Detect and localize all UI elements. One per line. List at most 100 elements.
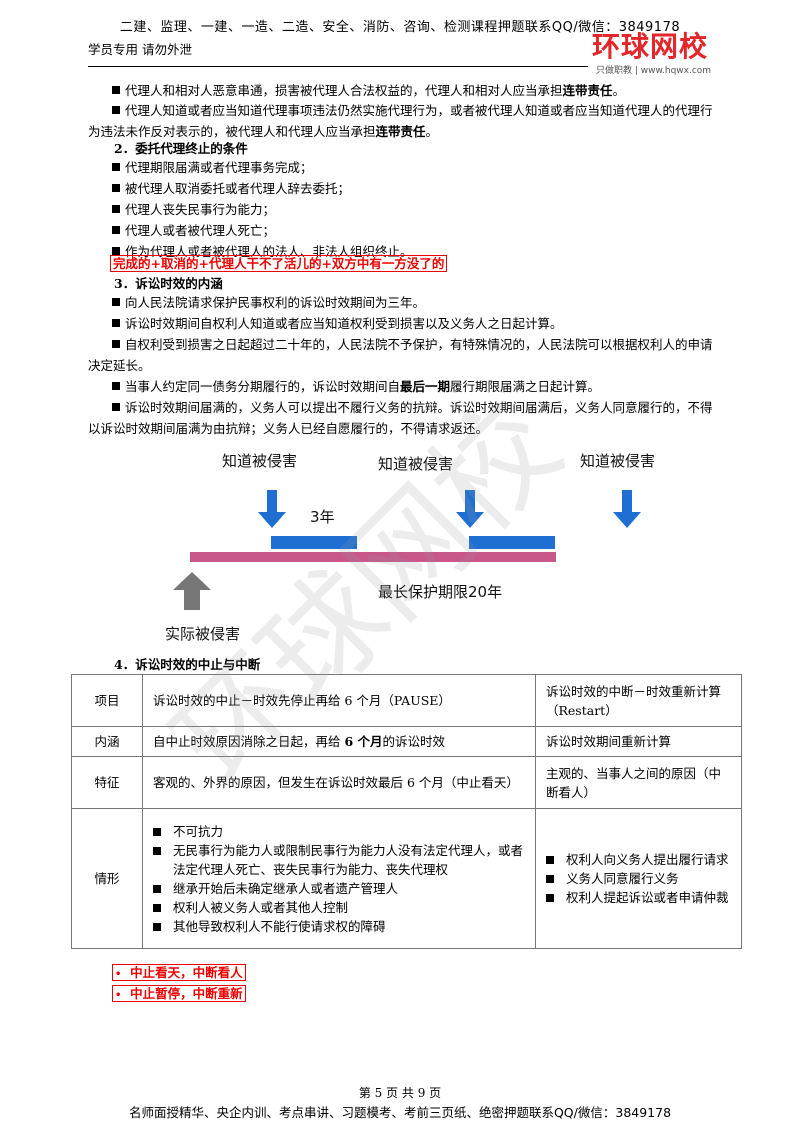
list-item: 权利人被义务人或者其他人控制 (153, 898, 525, 917)
list-item: 诉讼时效期间自权利人知道或者应当知道权利受到损害以及义务人之日起计算。 (88, 313, 716, 334)
down-arrow-shaft (622, 490, 632, 512)
note-text: 中止看天，中断看人 (130, 965, 243, 980)
section2-heading: 2．委托代理终止的条件 (114, 141, 248, 156)
label-know-infringement-2: 知道被侵害 (378, 455, 454, 473)
text: 代理人或者被代理人死亡； (125, 223, 276, 238)
list-item: 自权利受到损害之日起超过二十年的，人民法院不予保护，有特殊情况的，人民法院可以根… (88, 334, 716, 376)
square-bullet-icon (112, 163, 120, 171)
text: 。 (612, 83, 626, 98)
section3-heading: 3．诉讼时效的内涵 (114, 276, 223, 291)
square-bullet-icon (112, 319, 120, 327)
section4-heading: 4．诉讼时效的中止与中断 (114, 657, 261, 672)
list-item: 被代理人取消委托或者代理人辞去委托； (112, 178, 740, 199)
square-bullet-icon (112, 205, 120, 213)
table-cell: 权利人向义务人提出履行请求 义务人同意履行义务 权利人提起诉讼或者申请仲裁 (535, 808, 742, 949)
square-bullet-icon (112, 340, 120, 348)
logo-sub-text: 只做职教 | www.hqwx.com (596, 66, 712, 76)
text: 诉讼时效期间自权利人知道或者应当知道权利受到损害以及义务人之日起计算。 (125, 316, 563, 331)
section2-list: 代理期限届满或者代理事务完成； 被代理人取消委托或者代理人辞去委托； 代理人丧失… (112, 157, 740, 262)
list-item: 不可抗力 (153, 822, 525, 841)
section1-bullet-2: 代理人知道或者应当知道代理事项违法仍然实施代理行为，或者被代理人知道或者应当知道… (88, 100, 716, 142)
actual-infringement-label: 实际被侵害 (165, 625, 241, 643)
square-bullet-icon (112, 403, 120, 411)
square-bullet-icon (112, 382, 120, 390)
table-row: 项目 诉讼时效的中止－时效先停止再给 6 个月（PAUSE） 诉讼时效的中断－时… (71, 674, 742, 727)
suspension-cases-list: 不可抗力 无民事行为能力人或限制民事行为能力人没有法定代理人，或者法定代理人死亡… (153, 822, 525, 936)
list-item: 无民事行为能力人或限制民事行为能力人没有法定代理人，或者法定代理人死亡、丧失民事… (153, 841, 525, 879)
section3-bullets: 向人民法院请求保护民事权利的诉讼时效期间为三年。 诉讼时效期间自权利人知道或者应… (88, 292, 716, 439)
text: 被代理人取消委托或者代理人辞去委托； (125, 181, 351, 196)
list-item: 其他导致权利人不能行使请求权的障碍 (153, 917, 525, 936)
mnemonic-text: 完成的+取消的+代理人干不了活儿的+双方中有一方没了的 (110, 255, 448, 272)
text: 作为代理人或者被代理人的法人、非法人组织终止。 (125, 244, 413, 259)
table-cell: 情形 (71, 808, 143, 949)
limitation-diagram: 知道被侵害 知道被侵害 知道被侵害 3年 最长保护期限20年 实际被侵害 (0, 440, 800, 650)
down-arrow-icon (613, 512, 641, 528)
note-2: • 中止暂停，中断重新 (112, 983, 246, 1004)
logo: 环球网校 只做职教 | www.hqwx.com (592, 31, 737, 81)
header-promo-line: 二建、监理、一建、一造、二造、安全、消防、咨询、检测课程押题联系QQ/微信：38… (119, 20, 681, 35)
note-text: 中止暂停，中断重新 (130, 986, 243, 1001)
note-1: • 中止看天，中断看人 (112, 962, 246, 983)
square-bullet-icon (112, 184, 120, 192)
list-item: 向人民法院请求保护民事权利的诉讼时效期间为三年。 (88, 292, 716, 313)
up-arrow-shaft (184, 590, 200, 610)
page-number: 第 5 页 共 9 页 (358, 1086, 442, 1100)
down-arrow-icon (258, 512, 286, 528)
header-note: 学员专用 请勿外泄 (88, 42, 192, 57)
list-item: 权利人向义务人提出履行请求 (546, 850, 731, 869)
twenty-year-bar (190, 552, 556, 562)
table-cell: 诉讼时效期间重新计算 (535, 726, 742, 757)
text: 自中止时效原因消除之日起，再给 (153, 734, 345, 749)
header-rule (88, 66, 588, 67)
list-item: 代理期限届满或者代理事务完成； (112, 157, 740, 178)
table-cell: 特征 (71, 756, 143, 809)
mnemonic-box: 完成的+取消的+代理人干不了活儿的+双方中有一方没了的 (110, 253, 448, 273)
max-limit-label: 最长保护期限20年 (378, 583, 503, 601)
table-cell: 项目 (71, 674, 143, 727)
suspension-interruption-table: 项目 诉讼时效的中止－时效先停止再给 6 个月（PAUSE） 诉讼时效的中断－时… (71, 674, 742, 949)
list-item: 当事人约定同一债务分期履行的，诉讼时效期间自最后一期履行期限届满之日起计算。 (88, 376, 716, 397)
text: 代理人丧失民事行为能力； (125, 202, 276, 217)
label-know-infringement-3: 知道被侵害 (580, 452, 656, 470)
logo-main-text: 环球网校 (592, 30, 709, 63)
table-cell: 客观的、外界的原因，但发生在诉讼时效最后 6 个月（中止看天） (142, 756, 536, 809)
list-item: 作为代理人或者被代理人的法人、非法人组织终止。 (112, 241, 740, 262)
text: 自权利受到损害之日起超过二十年的，人民法院不予保护，有特殊情况的，人民法院可以根… (88, 337, 713, 373)
text: 诉讼时效期间届满的，义务人可以提出不履行义务的抗辩。诉讼时效期间届满后，义务人同… (88, 400, 713, 436)
bold-text: 连带责任 (562, 83, 613, 98)
square-bullet-icon (112, 226, 120, 234)
bullet-dot-icon: • (115, 990, 122, 1001)
three-year-bar-2 (469, 536, 555, 549)
bold-text: 最后一期 (400, 379, 451, 394)
square-bullet-icon (112, 86, 120, 94)
down-arrow-shaft (267, 490, 277, 512)
bold-text: 连带责任 (375, 124, 426, 139)
table-cell: 主观的、当事人之间的原因（中断看人） (535, 756, 742, 809)
interruption-cases-list: 权利人向义务人提出履行请求 义务人同意履行义务 权利人提起诉讼或者申请仲裁 (546, 850, 731, 907)
square-bullet-icon (112, 247, 120, 255)
label-know-infringement-1: 知道被侵害 (222, 452, 298, 470)
text: 代理人知道或者应当知道代理事项违法仍然实施代理行为，或者被代理人知道或者应当知道… (88, 103, 713, 139)
table-row: 特征 客观的、外界的原因，但发生在诉讼时效最后 6 个月（中止看天） 主观的、当… (71, 756, 742, 809)
text: 履行期限届满之日起计算。 (450, 379, 601, 394)
list-item: 诉讼时效期间届满的，义务人可以提出不履行义务的抗辩。诉讼时效期间届满后，义务人同… (88, 397, 716, 439)
footer-promo-line: 名师面授精华、央企内训、考点串讲、习题模考、考前三页纸、绝密押题联系QQ/微信：… (128, 1105, 672, 1120)
table-row: 内涵 自中止时效原因消除之日起，再给 6 个月的诉讼时效 诉讼时效期间重新计算 (71, 726, 742, 757)
square-bullet-icon (112, 106, 120, 114)
down-arrow-icon (456, 512, 484, 528)
list-item: 权利人提起诉讼或者申请仲裁 (546, 888, 731, 907)
three-year-bar-1 (271, 536, 357, 549)
down-arrow-shaft (465, 490, 475, 512)
square-bullet-icon (112, 298, 120, 306)
list-item: 代理人或者被代理人死亡； (112, 220, 740, 241)
text: 代理人和相对人恶意串通，损害被代理人合法权益的，代理人和相对人应当承担 (125, 83, 563, 98)
table-cell: 内涵 (71, 726, 143, 757)
text: 当事人约定同一债务分期履行的，诉讼时效期间自 (125, 379, 401, 394)
bullet-dot-icon: • (115, 969, 122, 980)
list-item: 代理人丧失民事行为能力； (112, 199, 740, 220)
table-row: 情形 不可抗力 无民事行为能力人或限制民事行为能力人没有法定代理人，或者法定代理… (71, 808, 742, 949)
bold-text: 6 个月 (344, 734, 383, 749)
table-cell: 自中止时效原因消除之日起，再给 6 个月的诉讼时效 (142, 726, 536, 757)
table-cell: 诉讼时效的中止－时效先停止再给 6 个月（PAUSE） (142, 674, 536, 727)
